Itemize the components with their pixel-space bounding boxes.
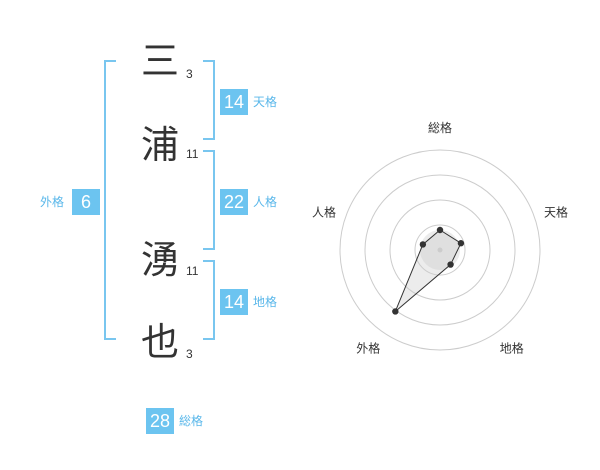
stroke-count-1: 3 (186, 67, 193, 81)
radar-ring (389, 199, 491, 301)
jinkaku-bracket (203, 150, 215, 250)
radar-axis-label: 外格 (356, 341, 380, 356)
radar-axis-label: 地格 (500, 341, 524, 356)
radar-series-polygon (394, 229, 462, 312)
stroke-count-3: 11 (186, 264, 199, 278)
radar-center-dot (437, 247, 443, 253)
radar-axis-label: 総格 (428, 120, 452, 135)
radar-point-5 (419, 241, 427, 248)
gaikaku-label: 外格 (40, 195, 65, 209)
name-char-1: 三 (140, 39, 179, 83)
radar-ring (414, 224, 466, 276)
radar-axis-label: 天格 (544, 204, 568, 219)
radar-point-1 (436, 226, 444, 234)
name-char-2: 浦 (140, 123, 179, 167)
radar-ring (339, 149, 541, 351)
stroke-count-2: 11 (186, 147, 199, 161)
radar-ring (364, 174, 516, 326)
jinkaku-label: 人格 (253, 195, 278, 209)
stroke-count-4: 3 (186, 347, 193, 361)
tenkaku-label: 天格 (253, 95, 278, 109)
gaikaku-value-badge: 6 (72, 189, 100, 215)
tenkaku-value-badge: 14 (220, 89, 248, 115)
chikaku-bracket (203, 260, 215, 340)
chikaku-label: 地格 (253, 295, 278, 309)
jinkaku-value-badge: 22 (220, 189, 248, 215)
chikaku-value-badge: 14 (220, 289, 248, 315)
tenkaku-bracket (203, 60, 215, 140)
radar-axis-label: 人格 (312, 204, 336, 219)
radar-point-3 (447, 261, 454, 268)
gaikaku-bracket (104, 60, 116, 340)
soukaku-label: 総格 (179, 414, 204, 428)
soukaku-value-badge: 28 (146, 408, 174, 434)
radar-point-4 (392, 308, 399, 315)
name-char-3: 湧 (140, 238, 179, 282)
radar-point-2 (457, 240, 465, 247)
name-char-4: 也 (140, 320, 179, 364)
